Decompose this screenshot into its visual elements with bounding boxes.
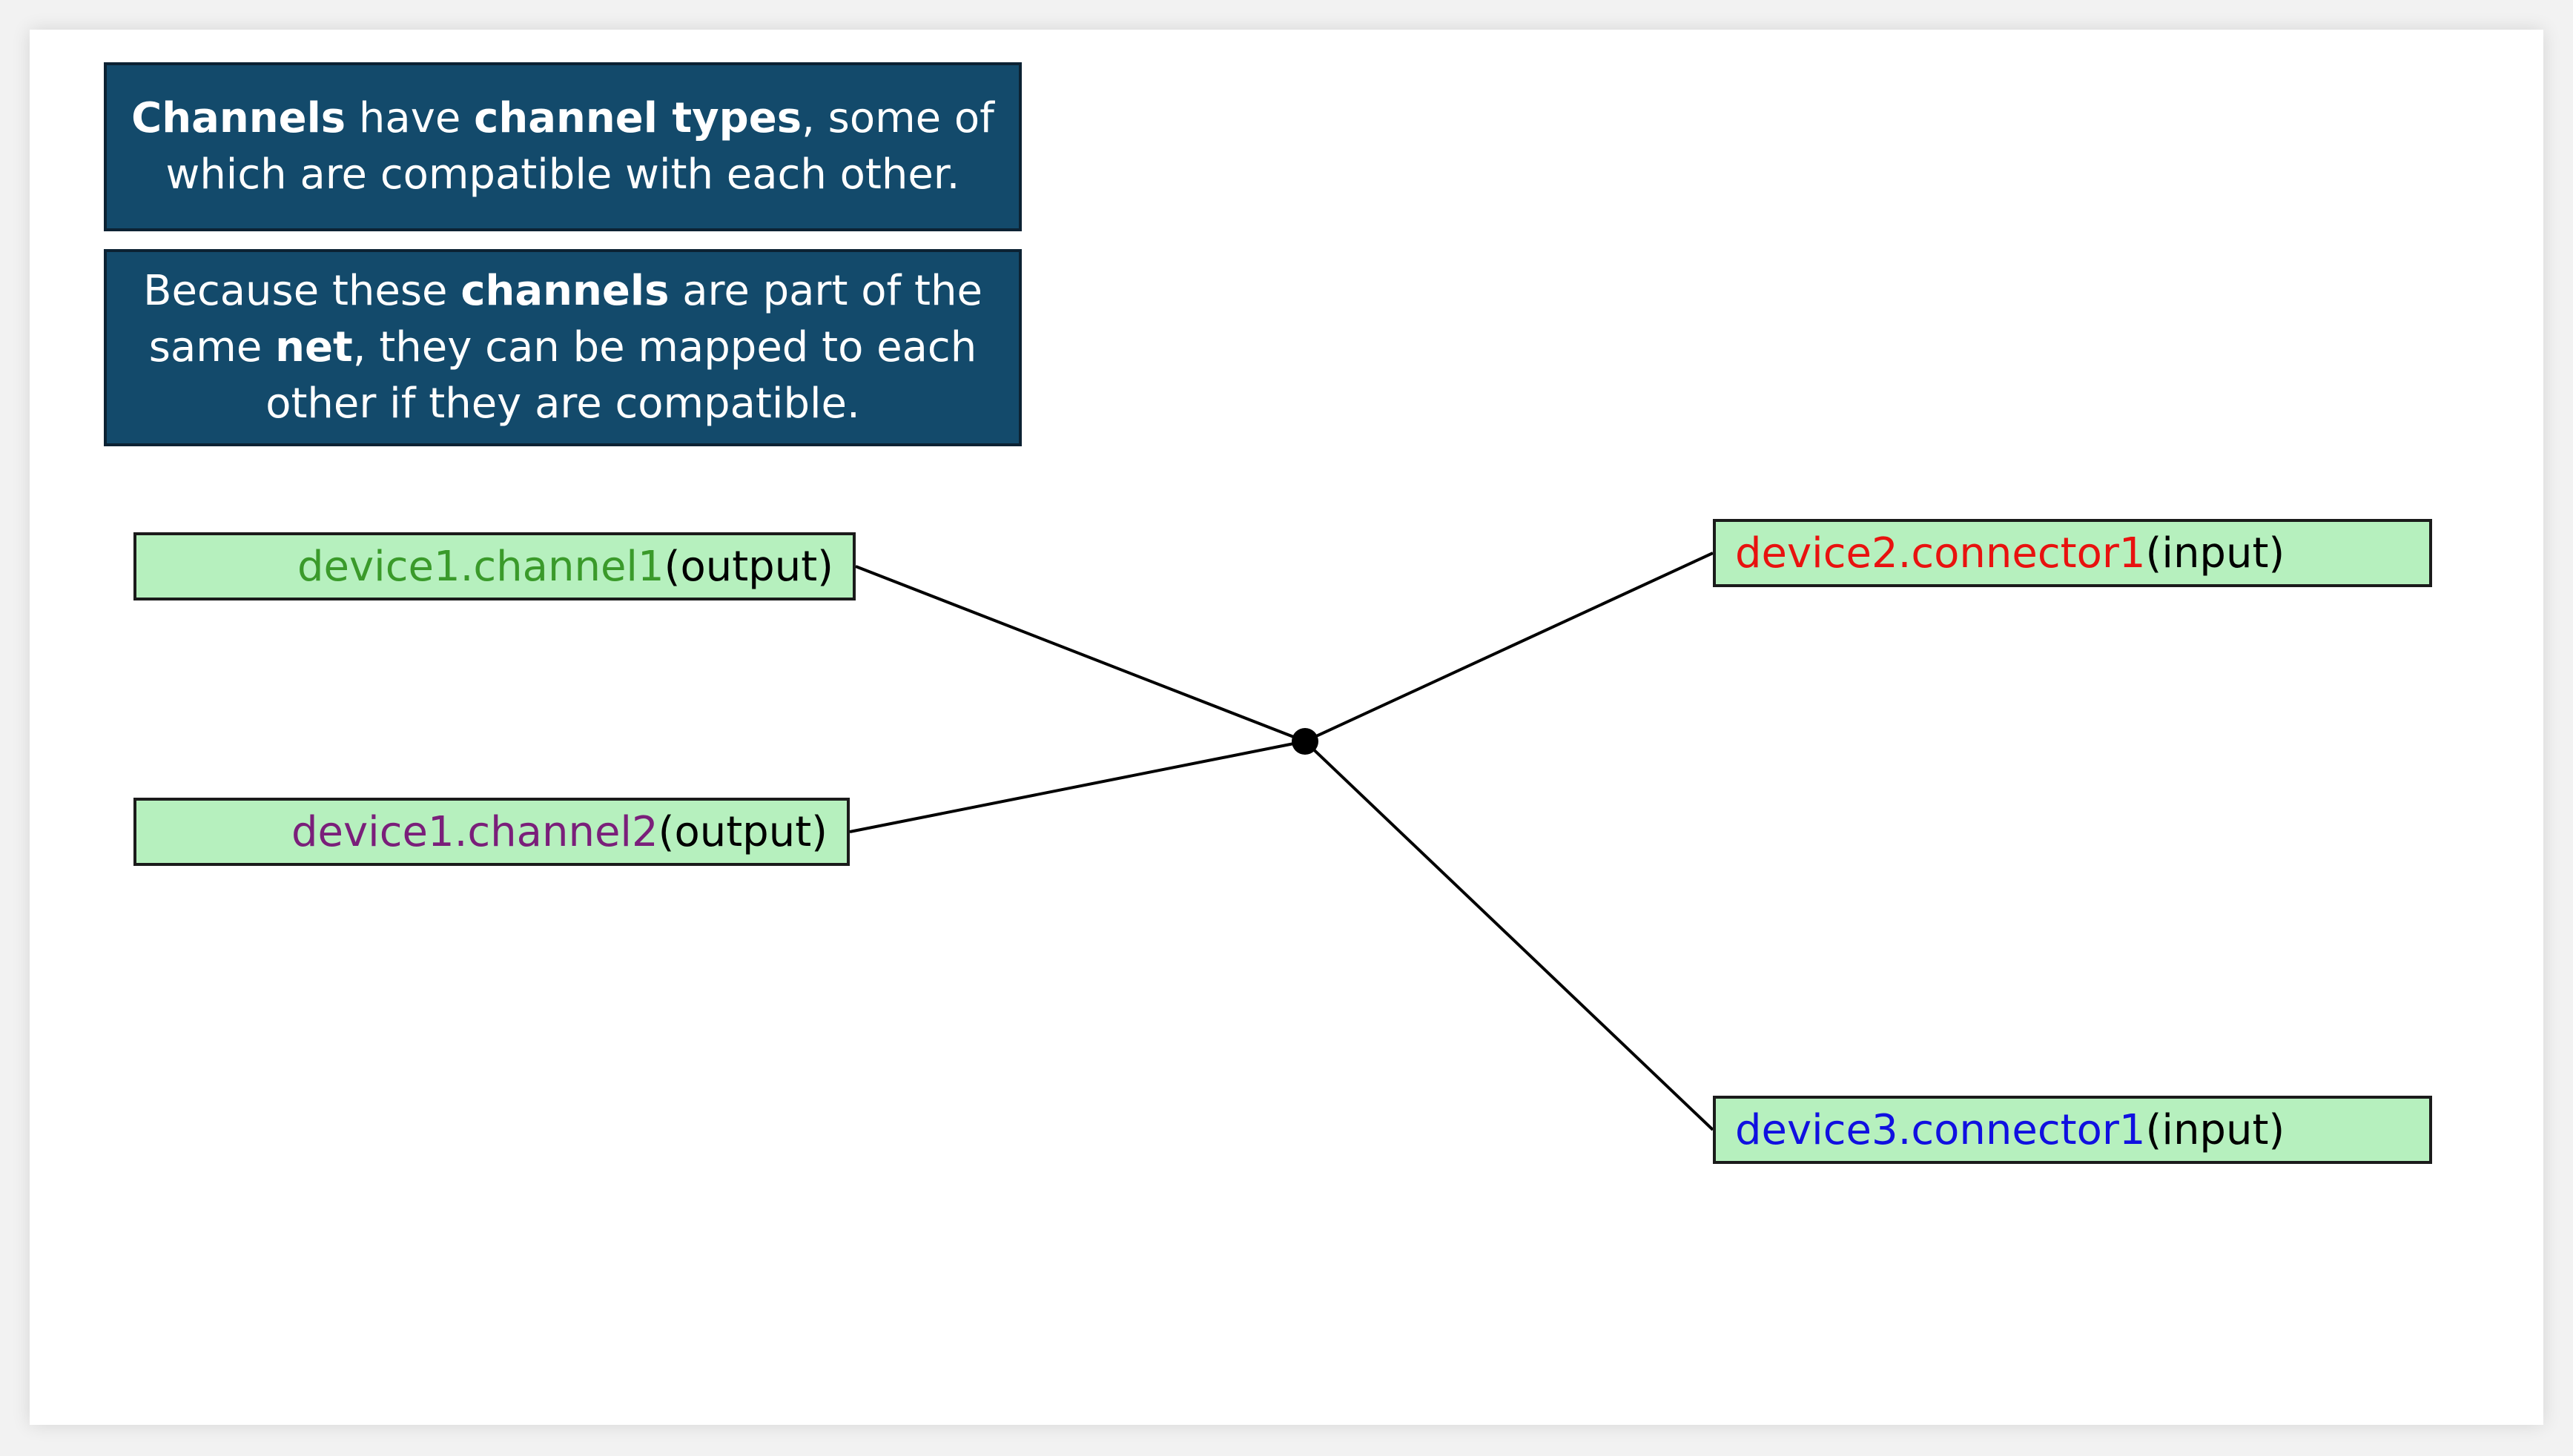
wire-connector3 — [1304, 740, 1714, 1131]
callout-text: Because these — [143, 267, 461, 315]
wire-channel2 — [849, 740, 1306, 833]
net-wires — [849, 552, 1714, 1131]
node-name: device1.channel1 — [297, 542, 664, 591]
node-name: device3.connector1 — [1735, 1105, 2146, 1154]
wire-connector2 — [1304, 552, 1714, 743]
callout-bold-term: Channels — [131, 94, 346, 142]
node-direction: (input) — [2145, 529, 2285, 578]
callout-text: are part of the — [669, 267, 982, 315]
callout-line: Channels have channel types, some of — [131, 90, 994, 147]
node-device1-channel1[interactable]: device1.channel1 (output) — [133, 532, 856, 600]
node-direction: (input) — [2145, 1105, 2285, 1154]
callout-line: same net, they can be mapped to each — [149, 320, 977, 376]
callout-text: , some of — [802, 94, 994, 142]
node-device3-connector1[interactable]: device3.connector1 (input) — [1713, 1096, 2432, 1164]
node-name: device1.channel2 — [291, 807, 658, 856]
callout-bold-term: net — [275, 323, 353, 371]
callout-text: other if they are compatible. — [265, 380, 860, 428]
callout-text: same — [148, 323, 276, 371]
callout-bold-term: channel types — [474, 94, 802, 142]
callout-line: other if they are compatible. — [265, 376, 860, 432]
node-direction: (output) — [664, 542, 833, 591]
node-name: device2.connector1 — [1735, 529, 2146, 578]
net-junction-dot — [1292, 728, 1318, 755]
callout-text: have — [346, 94, 475, 142]
wire-channel1 — [855, 565, 1306, 743]
node-device1-channel2[interactable]: device1.channel2 (output) — [133, 798, 850, 866]
node-device2-connector1[interactable]: device2.connector1 (input) — [1713, 519, 2432, 587]
node-direction: (output) — [658, 807, 828, 856]
callout-text: , they can be mapped to each — [352, 323, 977, 371]
callout-line: Because these channels are part of the — [143, 263, 982, 320]
callout-text: which are compatible with each other. — [165, 150, 960, 199]
callout-line: which are compatible with each other. — [166, 147, 960, 203]
callout-bold-term: channels — [460, 267, 670, 315]
